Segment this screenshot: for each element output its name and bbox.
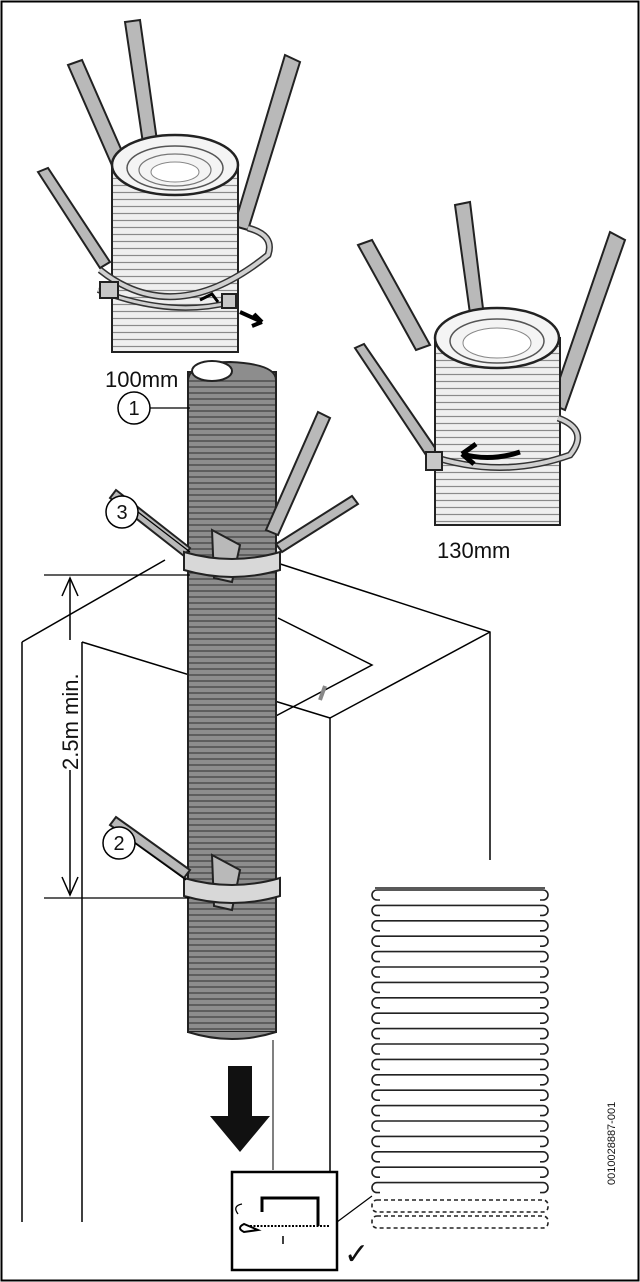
tie-tail — [356, 238, 432, 352]
profile-rib-gap — [380, 1003, 540, 1011]
lower-clamp — [108, 815, 281, 912]
tie-tail — [264, 410, 332, 537]
profile-rib-gap — [380, 1142, 540, 1150]
svg-text:3: 3 — [116, 502, 127, 524]
profile-rib-gap — [380, 942, 540, 950]
upper-clamp — [108, 410, 360, 584]
size-label-130mm: 130mm — [437, 538, 510, 563]
profile-rib-gap — [380, 926, 540, 934]
profile-rib-gap — [380, 1034, 540, 1042]
profile-rib-gap — [380, 911, 540, 919]
tie-tail — [232, 53, 302, 232]
hacksaw-icon — [260, 1196, 320, 1226]
profile-rib-gap — [380, 1080, 540, 1088]
profile-rib-gap — [380, 988, 540, 996]
profile-rib-gap — [380, 1127, 540, 1134]
profile-rib-gap — [380, 973, 540, 980]
svg-text:2: 2 — [113, 833, 124, 855]
profile-rib-gap — [380, 1157, 540, 1165]
tie-tail — [36, 166, 112, 270]
tie-tail — [274, 494, 360, 554]
pull-arrow-icon — [239, 310, 264, 328]
detail-100mm-pipe: 100mm — [36, 18, 302, 392]
svg-text:1: 1 — [128, 398, 139, 420]
profile-rib-gap — [380, 1111, 540, 1119]
profile-rib-gap — [380, 896, 540, 903]
callout-3: 3 — [105, 495, 191, 553]
profile-rib-gap — [380, 957, 540, 965]
liner-body — [187, 371, 277, 1033]
down-arrow-icon — [210, 1066, 270, 1152]
cut-off-rib — [371, 1215, 549, 1229]
profile-rib-gap — [380, 1188, 540, 1196]
dimension-2-5m — [44, 574, 190, 899]
profile-rib-gap — [380, 1096, 540, 1104]
tie-tail — [123, 18, 160, 152]
size-label-100mm: 100mm — [105, 367, 178, 392]
figure-code: 0010028887-001 — [606, 1102, 618, 1185]
corrugated-profile-detail — [371, 887, 549, 1229]
saw-detail — [230, 1170, 373, 1272]
check-mark-icon: ✓ — [344, 1238, 369, 1271]
flexible-liner — [187, 360, 277, 1040]
profile-rib-gap — [380, 1019, 540, 1027]
profile-rib-gap — [380, 1173, 540, 1181]
saw-detail-box — [230, 1170, 339, 1272]
dimension-label: 2.5m min. — [58, 673, 83, 770]
chimney-stack — [21, 559, 491, 1222]
callout-1: 1 — [117, 391, 190, 425]
cut-off-rib — [371, 1199, 549, 1213]
tighten-mark — [199, 292, 220, 303]
detail-130mm-pipe: 130mm — [353, 200, 627, 563]
callout-2: 2 — [102, 826, 187, 881]
profile-rib-gap — [380, 1065, 540, 1073]
liner-top-opening — [191, 360, 233, 382]
profile-rib-gap — [380, 1050, 540, 1057]
tie-tail — [353, 342, 440, 460]
tie-tail — [549, 230, 627, 412]
